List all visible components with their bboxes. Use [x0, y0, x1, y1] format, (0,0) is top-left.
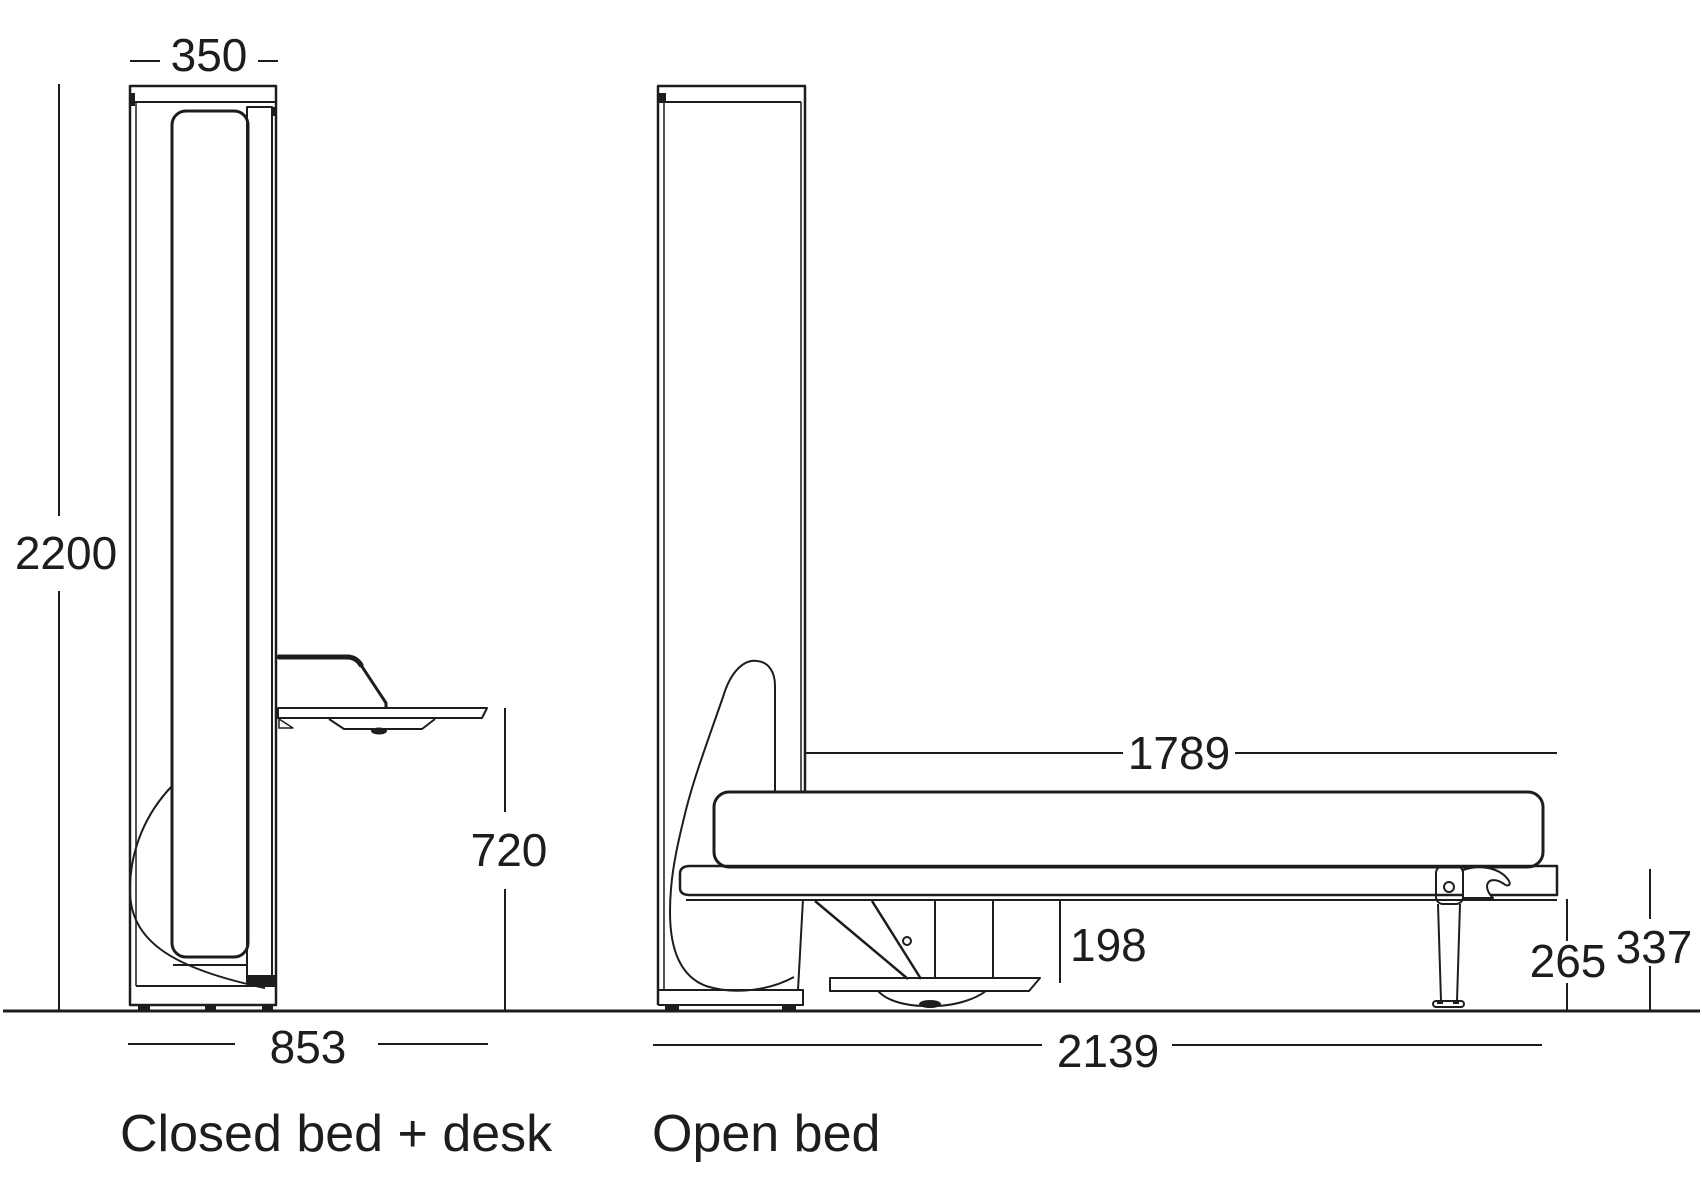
leg-left-edge: [1437, 903, 1442, 1002]
dim-frame-height-label: 265: [1530, 935, 1607, 987]
open-bed-view: 1789 198 265 337 2139 Open bed: [652, 84, 1693, 1163]
cabinet-foot: [205, 1005, 216, 1011]
hanging-desk-right-edge: [756, 660, 776, 792]
cabinet-outline: [128, 84, 278, 1007]
dim-length-label: 1789: [1128, 727, 1230, 779]
closed-bed-view: 350 2200 720 853 Closed bed + desk: [15, 29, 553, 1163]
desk-panel-folded: [246, 106, 273, 978]
dim-height-label: 2200: [15, 527, 117, 579]
dim-total-depth-label: 2139: [1057, 1025, 1159, 1077]
cabinet-foot: [782, 1005, 796, 1011]
mattress-open: [712, 790, 1545, 869]
cabinet-right-lower-edge: [797, 898, 804, 991]
plinth: [658, 989, 804, 1006]
cabinet-foot: [262, 1005, 273, 1011]
leg-right-edge: [1456, 903, 1461, 1002]
leg-foot: [1432, 1000, 1465, 1008]
desk-support-profile: [328, 718, 436, 730]
desk-swivel-knob: [371, 727, 387, 735]
desk-bracket-top: [276, 654, 364, 668]
desk-surface: [277, 707, 488, 719]
leg-foot-mark: [1437, 1001, 1443, 1004]
desk-bracket-arm: [357, 661, 388, 708]
bed-platform: [678, 864, 1559, 897]
hinge-notch-top-left: [658, 93, 666, 103]
leg-foot-mark: [1453, 1001, 1459, 1004]
desk-hinge-wedge: [278, 718, 294, 729]
open-view-caption: Open bed: [652, 1105, 880, 1163]
hanging-desk-left-edge: [669, 659, 795, 992]
pedestal: [934, 901, 994, 978]
dim-clearance-label: 198: [1070, 919, 1147, 971]
dim-desk-height-label: 720: [471, 824, 548, 876]
desk-swivel-knob: [919, 1000, 941, 1008]
strut-pivot: [902, 936, 912, 946]
support-strut: [814, 900, 923, 980]
dim-width-label: 350: [171, 29, 248, 81]
dim-depth-label: 853: [270, 1021, 347, 1073]
cabinet-foot: [665, 1005, 679, 1011]
cabinet-foot: [138, 1005, 150, 1011]
desk-panel-cap: [246, 975, 276, 987]
dim-platform-height-label: 337: [1616, 921, 1693, 973]
leg-swing-arc: [129, 785, 266, 989]
closed-view-caption: Closed bed + desk: [120, 1105, 553, 1163]
leg-pivot: [1443, 881, 1455, 893]
mattress-closed: [170, 109, 250, 959]
hinge-notch-top-right: [271, 107, 277, 116]
hinge-notch-top-left: [129, 93, 135, 106]
leg-latch: [1462, 866, 1511, 899]
folded-desk-surface: [829, 977, 1041, 992]
